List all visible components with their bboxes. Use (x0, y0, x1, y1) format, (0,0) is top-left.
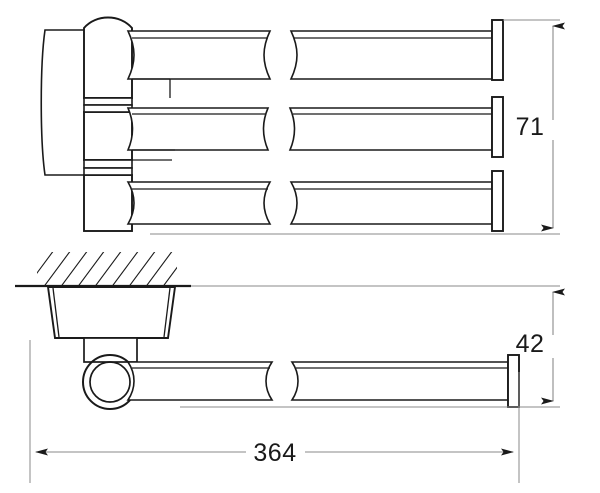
top-view-bracket-plate (40, 29, 89, 176)
top-view-collar-rings (83, 97, 133, 176)
side-view-end-cap (507, 354, 520, 408)
top-view-swivel-body-upper (83, 16, 133, 99)
dimension-depth-42: 42 (180, 285, 565, 408)
side-view-bar (126, 361, 509, 401)
top-view-group (40, 16, 504, 232)
top-view-end-caps (491, 19, 504, 232)
side-view-mount-plate-inner (52, 287, 171, 338)
top-view-arm-upper (126, 30, 493, 80)
top-view-swivel-body-middle (83, 111, 133, 161)
top-view-arm-middle (126, 107, 493, 151)
side-view-wall-hatch (37, 252, 177, 285)
top-view-joint-detail (132, 78, 175, 161)
dimension-label-42: 42 (516, 330, 545, 358)
top-view-swivel-body-lower (83, 174, 133, 232)
side-view-mount-plate (46, 286, 177, 339)
dimension-label-364: 364 (253, 439, 296, 467)
side-view-neck (83, 337, 138, 363)
dimension-length-364: 364 (29, 340, 520, 483)
dimension-label-71: 71 (516, 113, 545, 141)
dimension-height-71: 71 (503, 19, 565, 232)
side-view-group (15, 252, 520, 410)
top-view-arm-seams (132, 37, 492, 190)
top-view-arm-lower (126, 181, 493, 225)
